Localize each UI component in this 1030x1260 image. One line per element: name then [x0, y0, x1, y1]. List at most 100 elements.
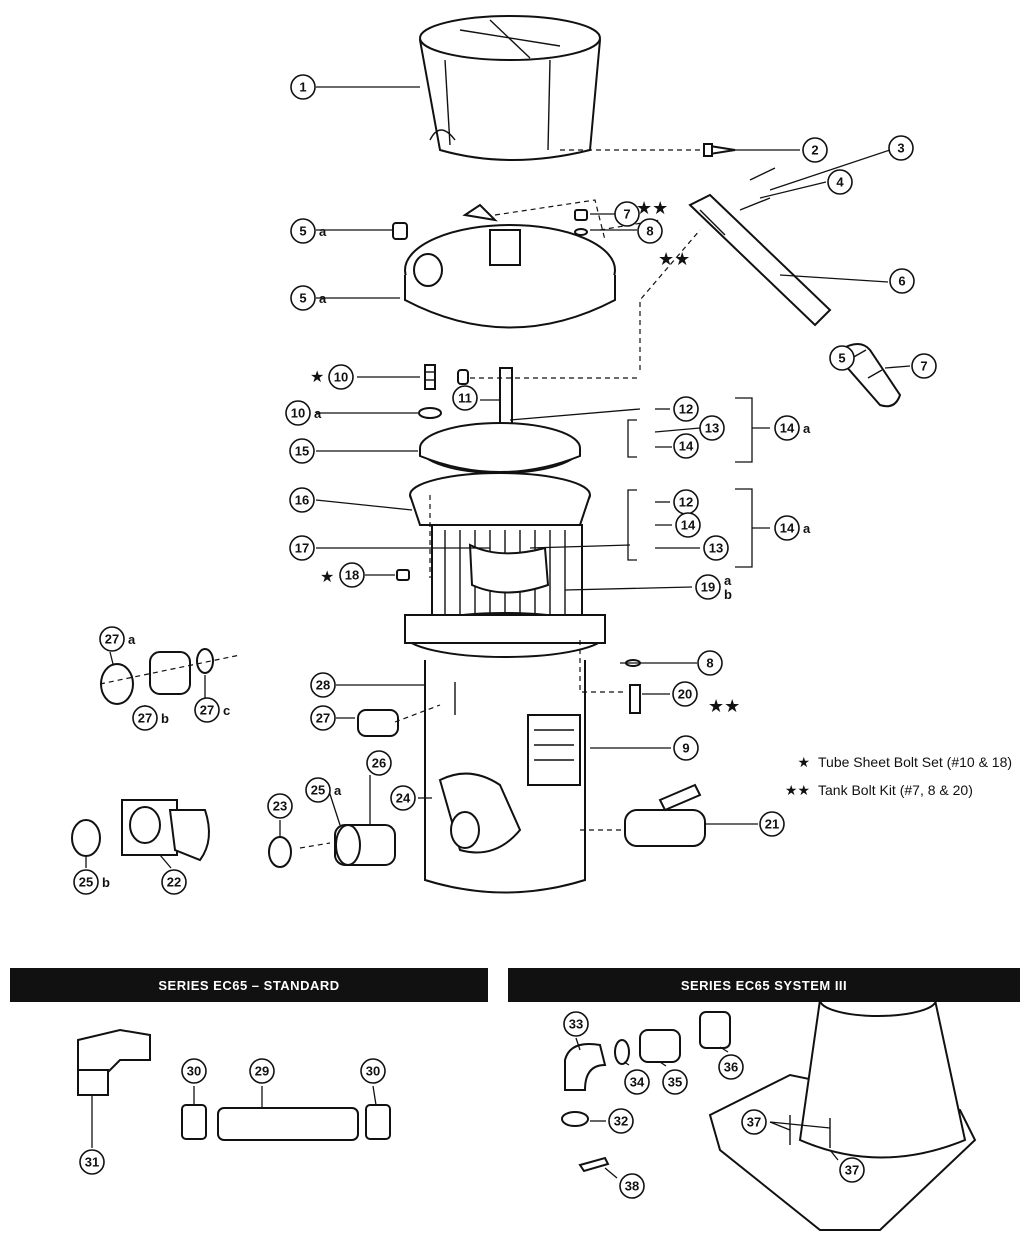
callout-27: 27 [310, 705, 336, 731]
callout-circle [673, 735, 699, 761]
part-9-tank [404, 612, 606, 894]
callout-31: 31 [79, 1149, 105, 1175]
callout-8: 8 [697, 650, 723, 676]
star-mark: ★ [320, 569, 334, 586]
star-mark: ★★ [708, 696, 740, 716]
callout-suffix: b [102, 875, 110, 890]
callout-3: 3 [888, 135, 914, 161]
part-4-filter-head [404, 203, 616, 329]
callout-number: 6 [898, 274, 905, 289]
callout-circle [829, 345, 855, 371]
callout-33: 33 [563, 1011, 589, 1037]
callout-suffix: a [314, 406, 322, 421]
callout-number: 7 [920, 359, 927, 374]
callout-number: 8 [706, 656, 713, 671]
callout-number: 27 [200, 703, 214, 718]
callout-number: 33 [569, 1017, 583, 1032]
callout-37: 37 [839, 1157, 865, 1183]
callout-circle [289, 438, 315, 464]
part-base [708, 983, 977, 1231]
callout-18: 18 [339, 562, 365, 588]
callout-circle [452, 385, 478, 411]
callout-12: 12 [673, 489, 699, 515]
callout-26: 26 [366, 750, 392, 776]
callout-29: 29 [249, 1058, 275, 1084]
section-banner-system3: SERIES EC65 SYSTEM III [508, 968, 1020, 1002]
callout-number: 1 [299, 80, 306, 95]
part-19-elements [431, 524, 583, 636]
callout-number: 16 [295, 493, 309, 508]
part-21-valve [624, 783, 706, 847]
callout-circle [310, 705, 336, 731]
callout-circle [718, 1054, 744, 1080]
part-18-nut [396, 569, 410, 581]
callout-circle [624, 1069, 650, 1095]
callout-number: 5 [299, 224, 306, 239]
callout-number: 21 [765, 817, 779, 832]
callout-circle [614, 201, 640, 227]
callout-circle [267, 793, 293, 819]
callout-number: 17 [295, 541, 309, 556]
callout-circle [608, 1108, 634, 1134]
part-31-elbow [77, 1028, 151, 1096]
callout-suffix: a [724, 573, 732, 588]
part-35-adapter [639, 1029, 681, 1063]
callout-circle [699, 415, 725, 441]
part-23-plug [268, 836, 292, 868]
callout-circle [290, 285, 316, 311]
callout-number: 30 [366, 1064, 380, 1079]
callout-number: 8 [646, 224, 653, 239]
callout-number: 10 [334, 370, 348, 385]
callout-suffix: b [724, 587, 732, 602]
callout-number: 5 [299, 291, 306, 306]
part-16-manifold [409, 472, 591, 526]
callout-25: 25 b [73, 869, 110, 895]
callout-6: 6 [889, 268, 915, 294]
callout-number: 34 [630, 1075, 645, 1090]
callout-suffix: a [334, 783, 342, 798]
callout-circle [774, 515, 800, 541]
callout-circle [73, 869, 99, 895]
callout-number: 23 [273, 799, 287, 814]
callout-number: 24 [396, 791, 411, 806]
callout-number: 25 [79, 875, 93, 890]
callout-number: 28 [316, 678, 330, 693]
callout-number: 26 [372, 756, 386, 771]
callout-suffix: b [161, 711, 169, 726]
callout-22: 22 [161, 869, 187, 895]
callout-number: 14 [780, 421, 795, 436]
callout-34: 34 [624, 1069, 650, 1095]
callout-circle [888, 135, 914, 161]
callout-suffix: a [319, 291, 327, 306]
part-22-fitting [71, 799, 210, 862]
callout-number: 12 [679, 495, 693, 510]
callout-number: 4 [836, 175, 844, 190]
callout-circle [759, 811, 785, 837]
callout-9: 9 [673, 735, 699, 761]
callout-number: 13 [705, 421, 719, 436]
callout-number: 29 [255, 1064, 269, 1079]
callout-30: 30 [360, 1058, 386, 1084]
part-1-cover [418, 15, 602, 161]
callout-number: 9 [682, 741, 689, 756]
callout-32: 32 [608, 1108, 634, 1134]
callout-30: 30 [181, 1058, 207, 1084]
callout-37: 37 [741, 1109, 767, 1135]
callout-14: 14 [673, 433, 699, 459]
callout-number: 11 [458, 391, 472, 406]
callout-number: 27 [105, 632, 119, 647]
callout-circle [328, 364, 354, 390]
assembly-lines [99, 149, 701, 849]
callout-circle [390, 785, 416, 811]
callout-circle [827, 169, 853, 195]
callout-circle [672, 681, 698, 707]
callout-7: 7 [614, 201, 640, 227]
callout-number: 14 [681, 518, 696, 533]
callout-circle [305, 777, 331, 803]
callout-15: 15 [289, 438, 315, 464]
callout-number: 22 [167, 875, 181, 890]
part-30-clamp-left [181, 1104, 207, 1140]
